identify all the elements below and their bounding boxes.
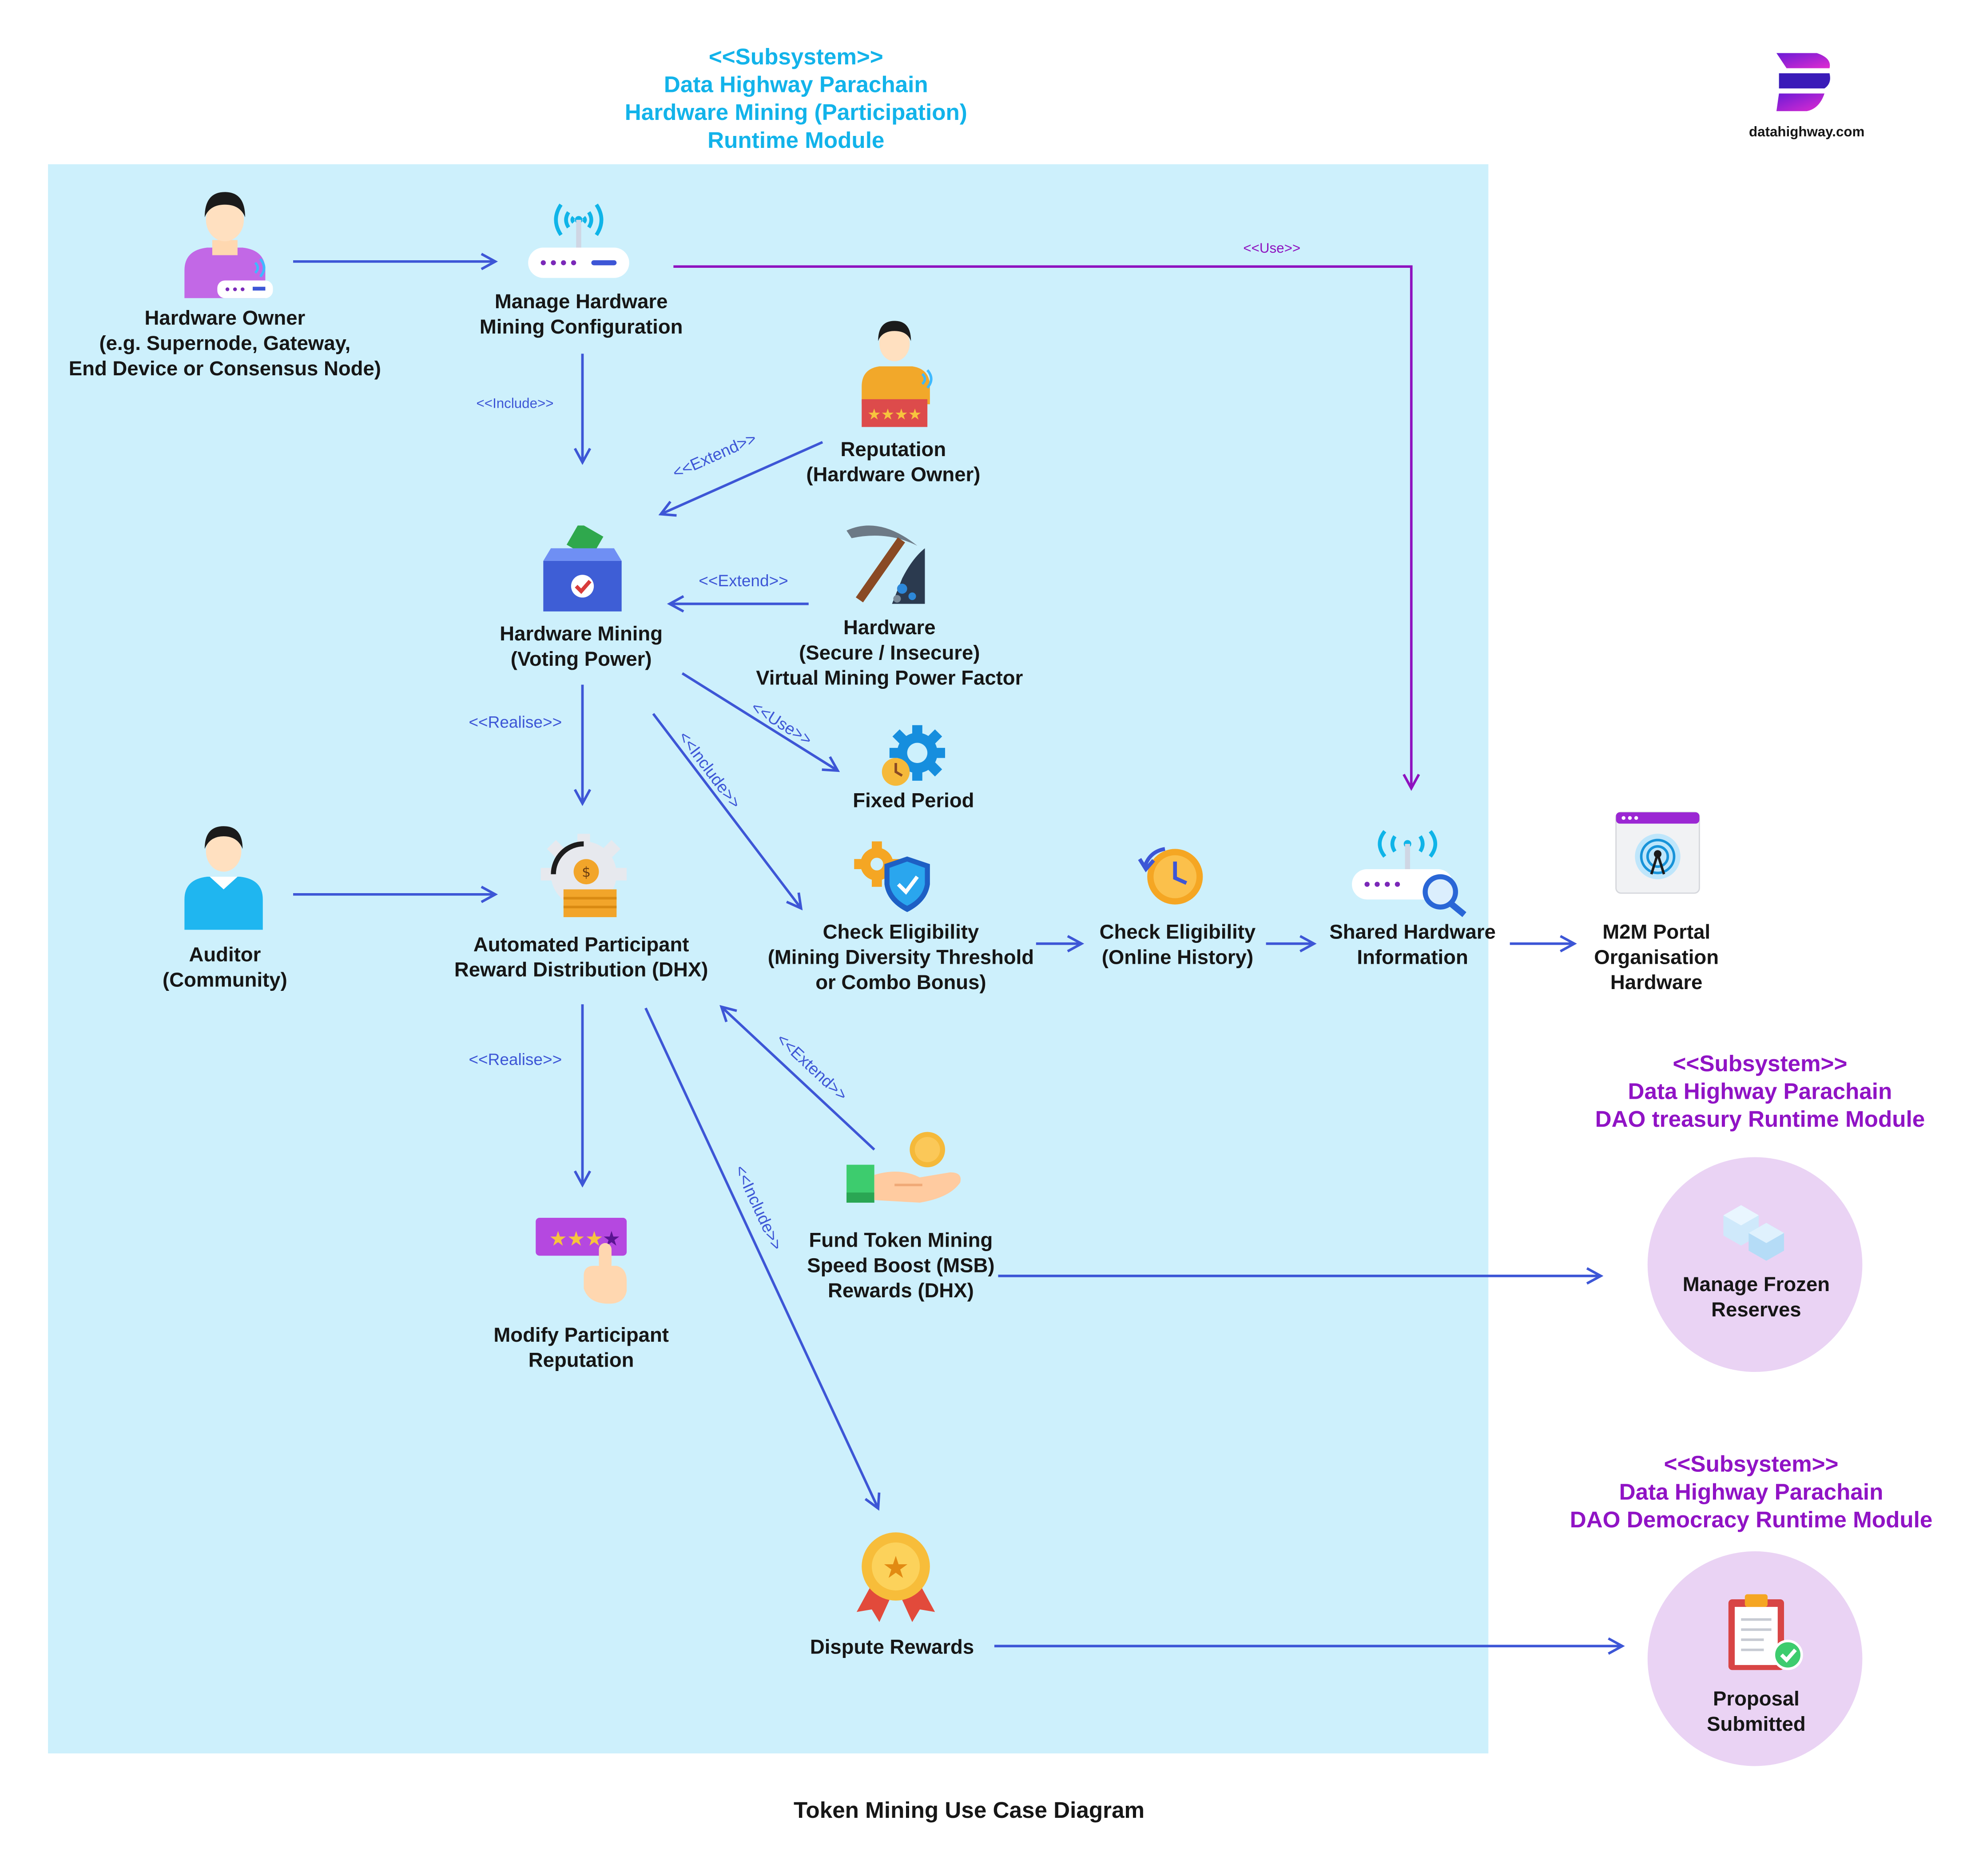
label-realise-modify: <<Realise>> xyxy=(469,1049,562,1069)
svg-text:$: $ xyxy=(582,864,591,880)
usecase-m2m-portal: M2M Portal Organisation Hardware xyxy=(1594,922,1719,994)
diagram-caption: Token Mining Use Case Diagram xyxy=(793,1797,1145,1823)
arrow-mining-to-fixed-use xyxy=(681,672,838,771)
header-line2: Hardware Mining (Participation) xyxy=(624,99,967,125)
democracy-subsystem-header: <<Subsystem>> Data Highway Parachain DAO… xyxy=(1570,1451,1933,1533)
actor-hardware-owner: Hardware Owner (e.g. Supernode, Gateway,… xyxy=(68,308,381,381)
usecase-auto-reward: Automated Participant Reward Distributio… xyxy=(454,934,708,982)
actor-auditor: Auditor (Community) xyxy=(163,945,287,992)
label-use-top: <<Use>> xyxy=(1243,241,1301,257)
history-clock-icon xyxy=(1138,847,1203,905)
arrow-reward-to-dispute-include xyxy=(644,1007,878,1508)
usecase-manage-config: Manage Hardware Mining Configuration xyxy=(479,292,683,339)
usecase-check-online: Check Eligibility (Online History) xyxy=(1099,922,1256,969)
arrow-fund-to-reward-extend xyxy=(721,1007,875,1151)
usecase-dispute-rewards: Dispute Rewards xyxy=(810,1637,974,1659)
datahighway-logo-icon xyxy=(1776,53,1830,111)
medal-award-icon: ★ xyxy=(856,1532,935,1622)
treasury-circle xyxy=(1647,1157,1863,1372)
gear-shield-icon xyxy=(854,841,930,912)
svg-text:★★★: ★★★ xyxy=(549,1227,603,1251)
header-line3: Runtime Module xyxy=(707,127,885,153)
hardware-mining-subsystem-box xyxy=(48,164,1489,1754)
arrow-mining-to-check-include xyxy=(652,713,801,908)
label-extend-hardware: <<Extend>> xyxy=(699,571,788,590)
usecase-hardware-mining: Hardware Mining (Voting Power) xyxy=(500,624,663,671)
hand-coin-icon xyxy=(846,1132,961,1203)
clipboard-check-icon xyxy=(1728,1594,1803,1670)
reward-gear-coins-icon: $ xyxy=(540,834,627,918)
main-subsystem-header: <<Subsystem>> Data Highway Parachain Har… xyxy=(607,43,986,154)
usecase-modify-reputation: Modify Participant Reputation xyxy=(493,1325,669,1372)
usecase-manage-frozen: Manage Frozen Reserves xyxy=(1682,1274,1830,1322)
usecase-check-diversity: Check Eligibility (Mining Diversity Thre… xyxy=(767,922,1034,994)
label-include-config: <<Include>> xyxy=(476,397,554,412)
pickaxe-mining-icon xyxy=(846,525,925,604)
treasury-subsystem-header: <<Subsystem>> Data Highway Parachain DAO… xyxy=(1595,1051,1925,1132)
usecase-shared-hardware: Shared Hardware Information xyxy=(1329,922,1496,969)
svg-text:★★★★: ★★★★ xyxy=(867,405,922,423)
actor-reputation: Reputation (Hardware Owner) xyxy=(806,439,981,487)
usecase-fixed-period: Fixed Period xyxy=(853,791,974,812)
auditor-icon xyxy=(184,826,263,930)
usecase-hardware-factor: Hardware (Secure / Insecure) Virtual Min… xyxy=(756,617,1023,690)
rating-stars-hand-icon: ★★★ ★ xyxy=(536,1218,627,1304)
arrow-reputation-to-mining-extend xyxy=(661,441,823,514)
ballot-box-icon xyxy=(543,525,622,612)
m2m-portal-window-icon xyxy=(1615,811,1700,894)
logo-url[interactable]: datahighway.com xyxy=(1749,125,1865,140)
router-wifi-icon xyxy=(528,203,629,278)
usecase-proposal-submitted: Proposal Submitted xyxy=(1707,1689,1806,1736)
arrow-config-to-shared-use xyxy=(673,265,1411,788)
usecase-fund-msb: Fund Token Mining Speed Boost (MSB) Rewa… xyxy=(807,1230,995,1303)
header-line1: Data Highway Parachain xyxy=(664,72,928,98)
router-search-icon xyxy=(1352,830,1466,917)
reputation-owner-icon: ★★★★ xyxy=(862,321,933,427)
hardware-owner-icon xyxy=(184,192,273,298)
header-stereotype: <<Subsystem>> xyxy=(708,44,883,70)
ice-cubes-icon xyxy=(1723,1205,1784,1261)
gear-clock-icon xyxy=(882,725,945,786)
label-realise-mining: <<Realise>> xyxy=(469,712,562,731)
svg-text:★: ★ xyxy=(882,1550,909,1586)
